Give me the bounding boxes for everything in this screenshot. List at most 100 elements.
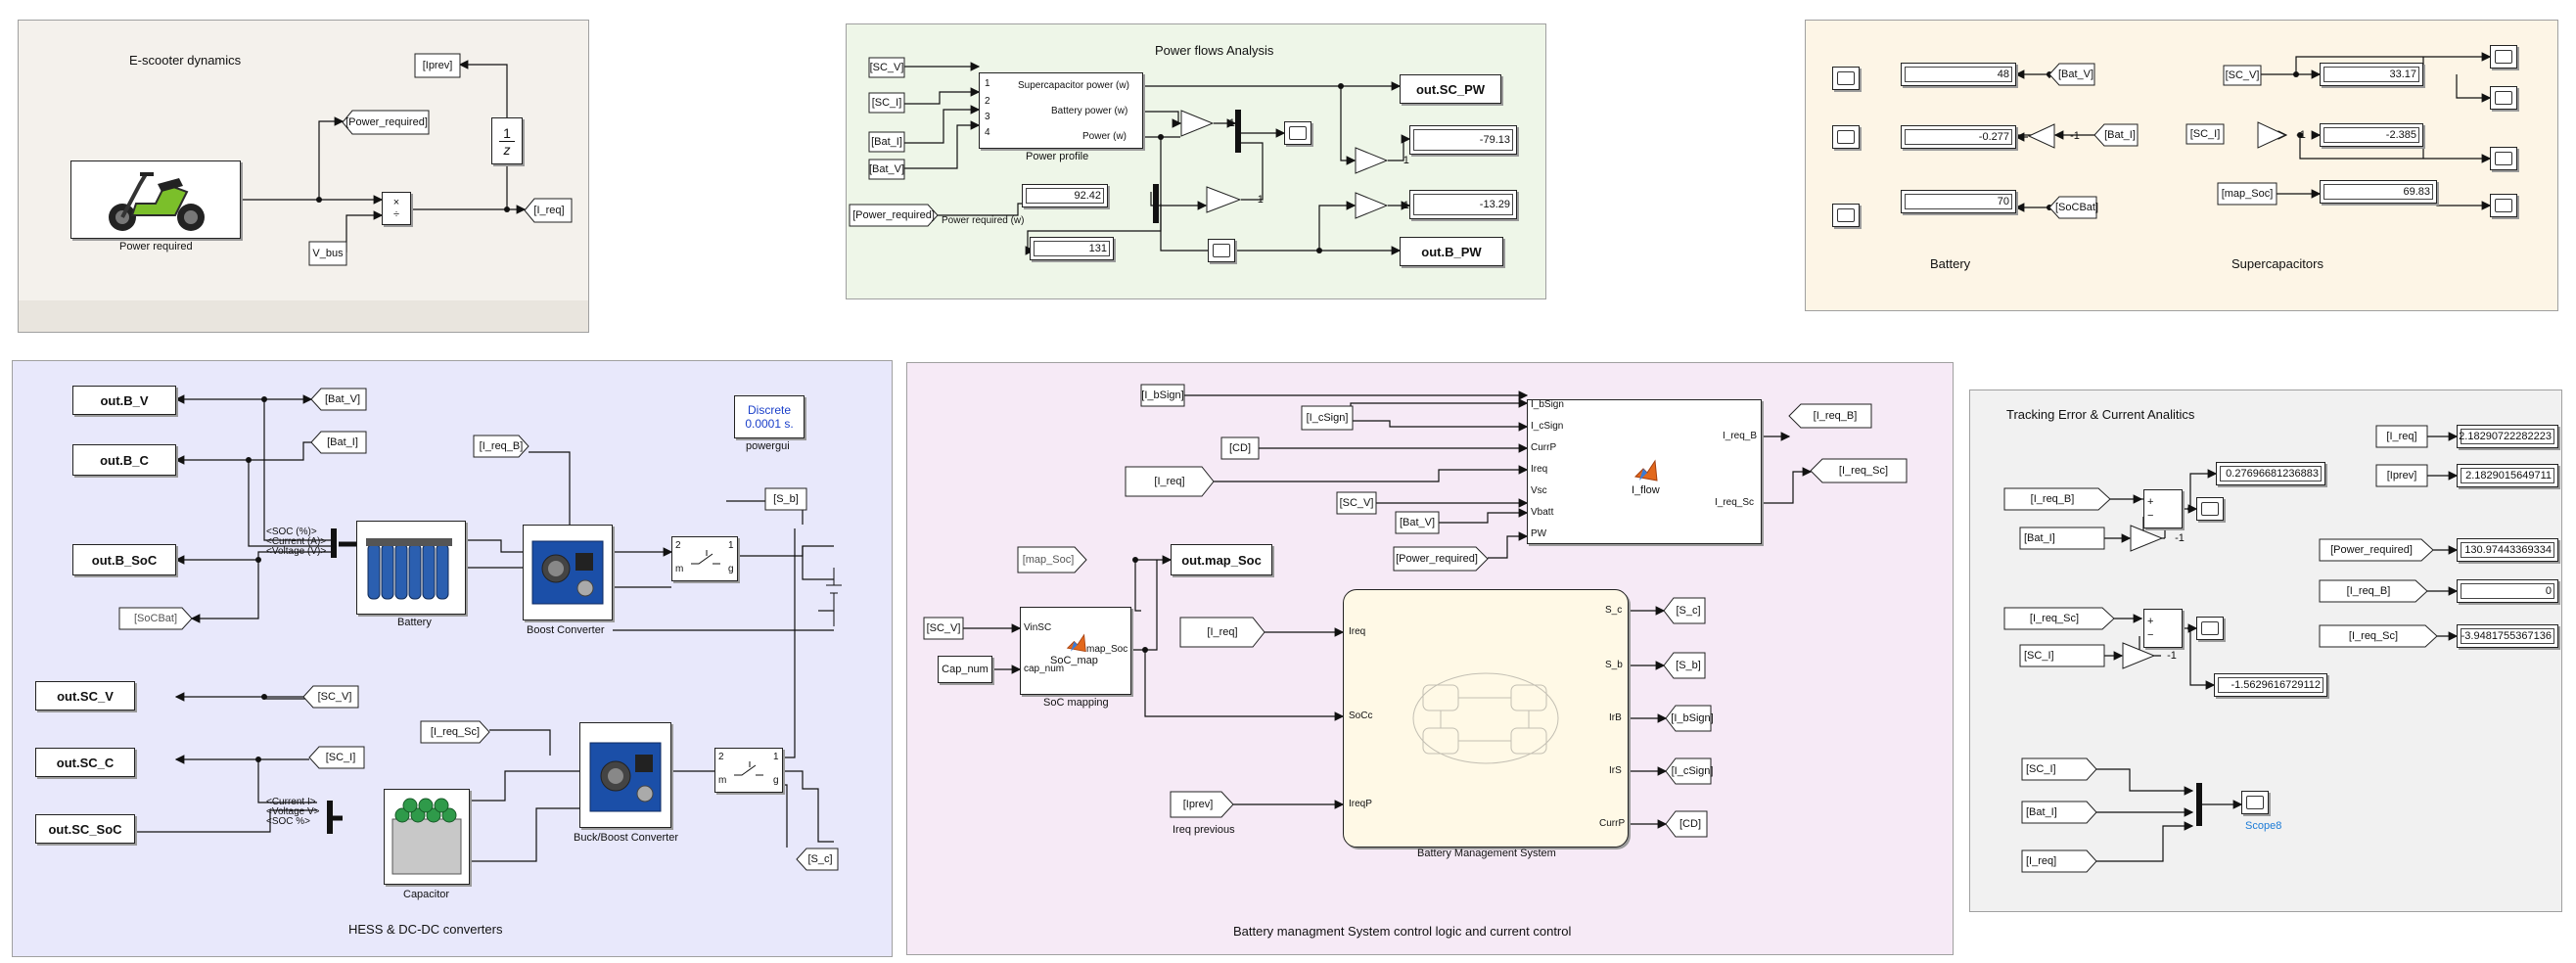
ireq-previous-label: Ireq previous — [1173, 824, 1235, 836]
from-i-bsign: [I_bSign] — [1140, 384, 1185, 407]
cap-bus-voltage: <Voltage V> — [266, 806, 320, 817]
scope-sc-v-2[interactable] — [2490, 86, 2517, 110]
scope-sc-v-1[interactable] — [2490, 45, 2517, 69]
powergui-line2: 0.0001 s. — [745, 417, 794, 431]
out-b-v[interactable]: out.B_V — [72, 386, 176, 415]
from-i-req-sc-right: [I_req_Sc] — [2319, 624, 2438, 648]
goto-i-req: [I_req] — [524, 198, 574, 223]
profile-in-4: 4 — [985, 127, 990, 138]
display-err-b: 0.27696681236883 — [2216, 462, 2325, 485]
display-i-req-b-right: 0 — [2457, 579, 2558, 603]
gain-block-2[interactable]: -1 — [1206, 186, 1264, 213]
out-sc-pw[interactable]: out.SC_PW — [1400, 74, 1501, 104]
powergui-block[interactable]: Discrete 0.0001 s. — [734, 395, 805, 438]
scope-sc-i[interactable] — [2490, 147, 2517, 170]
out-sc-v[interactable]: out.SC_V — [35, 681, 135, 711]
iflow-in-vsc: Vsc — [1531, 485, 1547, 496]
from-iprev-right: [Iprev] — [2375, 464, 2428, 487]
from-bat-i-tracking: [Bat_I] — [2019, 527, 2105, 550]
out-b-pw[interactable]: out.B_PW — [1400, 237, 1503, 266]
power-required-block[interactable] — [70, 160, 241, 239]
gain-tracking-b[interactable]: -1 — [2130, 525, 2185, 552]
socmap-in-vinsc: VinSC — [1024, 622, 1052, 633]
buck-boost-converter-block[interactable] — [579, 722, 671, 828]
stateflow-chart-icon — [1412, 672, 1559, 764]
out-map-soc[interactable]: out.map_Soc — [1171, 544, 1272, 575]
sum-b-plus: + — [2147, 496, 2154, 508]
matlab-function-icon — [1066, 633, 1086, 653]
from-i-csign: [I_cSign] — [1301, 405, 1354, 431]
display-bat-i: -0.277 — [1901, 125, 2016, 149]
display-bat-v: 48 — [1901, 63, 2016, 86]
goto-socbat-hess: [SoCBat] — [118, 607, 193, 630]
scope-socbat[interactable] — [1832, 204, 1860, 227]
from-bat-v-monitor: [Bat_V] — [2048, 63, 2095, 86]
out-b-soc[interactable]: out.B_SoC — [72, 544, 176, 575]
goto-s-c-bms: [S_c] — [1663, 597, 1706, 624]
area-title-tracking: Tracking Error & Current Analitics — [2006, 407, 2195, 422]
scope-bat-v[interactable] — [1832, 67, 1860, 90]
chart-in-socc: SoCc — [1349, 711, 1373, 721]
gain-block-3[interactable]: -1 — [1355, 147, 1409, 174]
from-sc-i: [SC_I] — [868, 92, 905, 114]
from-bat-v: [Bat_V] — [868, 159, 905, 180]
scope-bat-i[interactable] — [1832, 125, 1860, 149]
from-i-req-b-hess: [I_req_B] — [473, 435, 529, 458]
cap-num-constant[interactable]: Cap_num — [938, 656, 992, 683]
capacitor-block[interactable] — [384, 789, 470, 885]
from-map-soc-monitor: [map_Soc] — [2217, 182, 2277, 206]
scope-sc-soc[interactable] — [2490, 194, 2517, 217]
sum-block-sc[interactable]: + − — [2143, 609, 2183, 648]
battery-management-chart[interactable] — [1343, 589, 1629, 848]
unit-delay-block[interactable]: 1 z — [491, 117, 523, 164]
product-block[interactable]: × ÷ — [382, 192, 411, 225]
switch2-p2: 2 — [718, 752, 724, 762]
chart-in-ireqp: IreqP — [1349, 799, 1372, 809]
out-sc-c[interactable]: out.SC_C — [35, 748, 135, 777]
scope-power-2[interactable] — [1208, 239, 1235, 262]
from-i-req-sc-tracking: [I_req_Sc] — [2003, 607, 2115, 630]
battery-block[interactable] — [356, 521, 466, 615]
out-b-c[interactable]: out.B_C — [72, 444, 176, 476]
gain-block-4[interactable]: -1 — [1355, 192, 1409, 219]
i-flow-block[interactable]: I_flow — [1527, 399, 1762, 544]
from-power-required-bms: [Power_required] — [1393, 546, 1489, 572]
gain-bat-i[interactable]: -1 — [2027, 123, 2080, 149]
from-i-req-sc-hess: [I_req_Sc] — [420, 720, 490, 744]
goto-map-soc-bms: [map_Soc] — [1017, 546, 1087, 573]
scope8[interactable] — [2241, 791, 2269, 814]
scope-tracking-b[interactable] — [2196, 497, 2224, 521]
bus-voltage: <Voltage (V)> — [266, 546, 327, 557]
from-sc-i-tracking: [SC_I] — [2019, 644, 2105, 667]
mux-scope8 — [2196, 783, 2202, 826]
demux-battery — [331, 528, 337, 558]
from-sc-v-bms: [SC_V] — [1336, 491, 1377, 515]
iflow-in-vbatt: Vbatt — [1531, 507, 1554, 518]
ideal-switch-1[interactable] — [671, 536, 738, 581]
buck-boost-board-icon — [589, 742, 662, 812]
from-cd: [CD] — [1220, 436, 1260, 460]
scope-tracking-sc[interactable] — [2196, 617, 2224, 640]
display-iprev-right: 2.18290156497​11 — [2457, 464, 2558, 487]
boost-converter-block[interactable] — [523, 525, 613, 620]
from-bat-i-monitor: [Bat_I] — [2093, 123, 2139, 147]
gain-sc-i[interactable]: -1 — [2257, 121, 2306, 149]
soc-map-block[interactable]: SoC_map — [1020, 607, 1131, 695]
from-sc-v: [SC_V] — [868, 57, 905, 78]
socmap-in-cap-num: cap_num — [1024, 664, 1065, 674]
switch2-g: g — [773, 775, 779, 786]
power-profile-block[interactable] — [979, 72, 1143, 149]
sum-block-b[interactable]: + − — [2143, 489, 2183, 528]
gain-tracking-sc[interactable]: -1 — [2122, 642, 2177, 669]
gain-block-1[interactable]: -1 — [1180, 110, 1235, 137]
goto-i-bsign-bms: [I_bSign] — [1665, 705, 1714, 732]
switch1-m: m — [675, 564, 684, 574]
chart-in-ireq: Ireq — [1349, 626, 1366, 637]
scope-power-1[interactable] — [1284, 121, 1311, 145]
bms-chart-label: Battery Management System — [1417, 848, 1556, 859]
out-sc-soc[interactable]: out.SC_SoC — [35, 814, 135, 844]
delay-num: 1 — [503, 124, 511, 141]
profile-in-3: 3 — [985, 112, 990, 122]
soc-mapping-label: SoC mapping — [1043, 697, 1109, 709]
area-title-escooter: E-scooter dynamics — [129, 53, 242, 68]
